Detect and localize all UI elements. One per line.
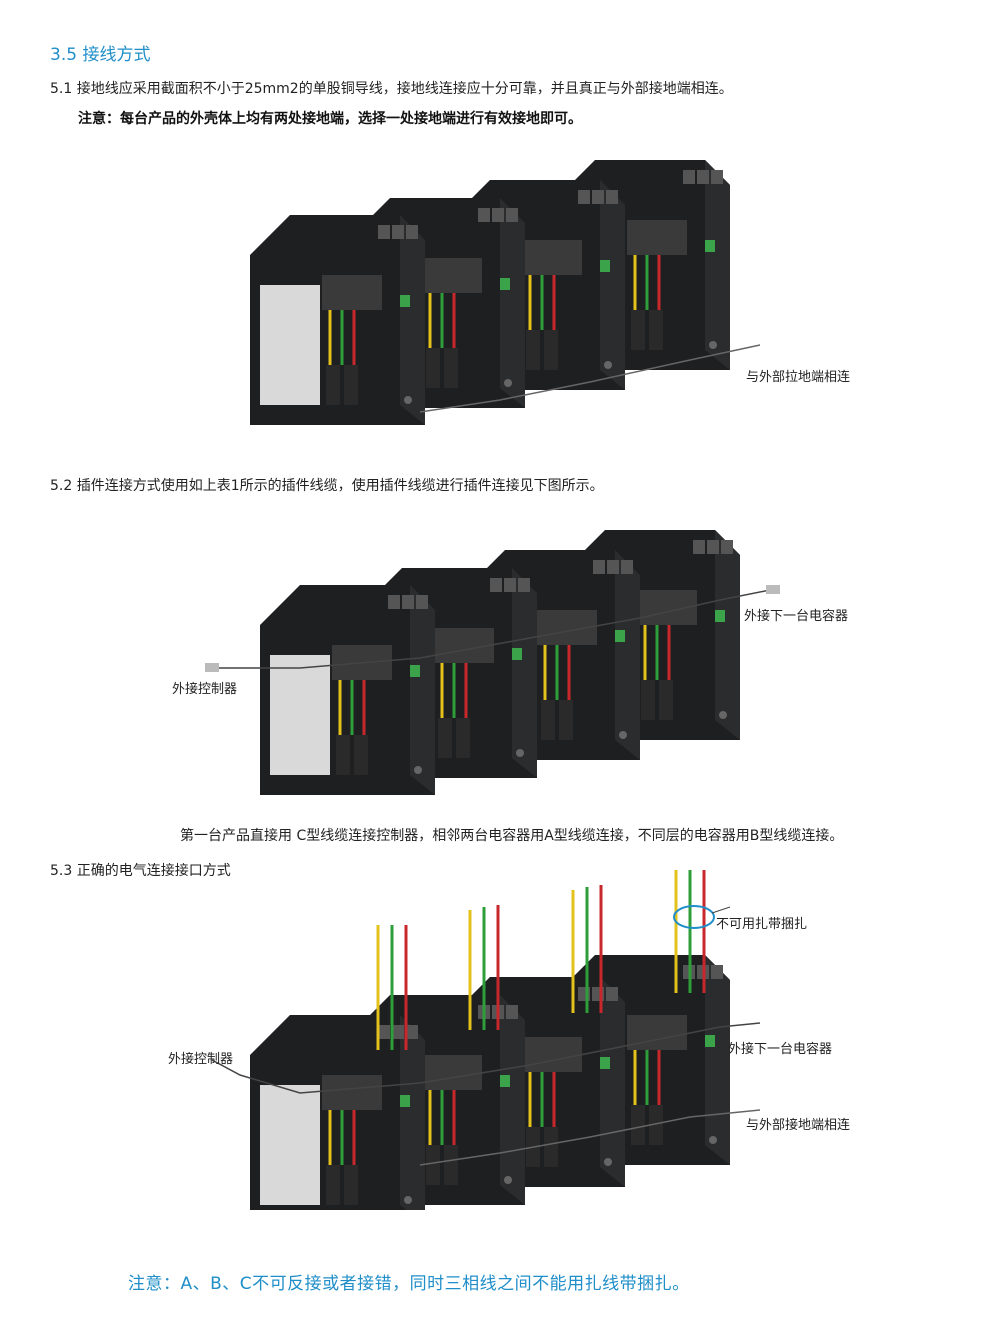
paragraph-5-1: 5.1 接地线应采用截面积不小于25mm2的单股铜导线，接地线连接应十分可靠，并… — [50, 81, 733, 97]
callout-external-controller-1: 外接控制器 — [172, 682, 238, 697]
callout-no-cable-tie: 不可用扎带捆扎 — [716, 917, 808, 932]
figure-electrical-interface — [211, 870, 761, 1210]
section-title: 3.5 接线方式 — [50, 45, 151, 65]
caption-cable-types: 第一台产品直接用 C型线缆连接控制器，相邻两台电容器用A型线缆连接，不同层的电容… — [180, 828, 844, 844]
footer-note: 注意：A、B、C不可反接或者接错，同时三相线之间不能用扎线带捆扎。 — [128, 1274, 690, 1294]
callout-next-capacitor-1: 外接下一台电容器 — [744, 609, 849, 624]
paragraph-5-2: 5.2 插件连接方式使用如上表1所示的插件线缆，使用插件线缆进行插件连接见下图所… — [50, 478, 604, 494]
callout-external-ground-1: 与外部拉地端相连 — [746, 370, 851, 385]
figure-plugin-connection — [205, 528, 780, 797]
note-grounding: 注意：每台产品的外壳体上均有两处接地端，选择一处接地端进行有效接地即可。 — [78, 111, 582, 127]
callout-external-controller-2: 外接控制器 — [168, 1052, 234, 1067]
figure-grounding — [248, 158, 761, 427]
callout-next-capacitor-2: 外接下一台电容器 — [728, 1042, 833, 1057]
paragraph-5-3: 5.3 正确的电气连接接口方式 — [50, 863, 231, 879]
callout-external-ground-2: 与外部接地端相连 — [746, 1118, 851, 1133]
